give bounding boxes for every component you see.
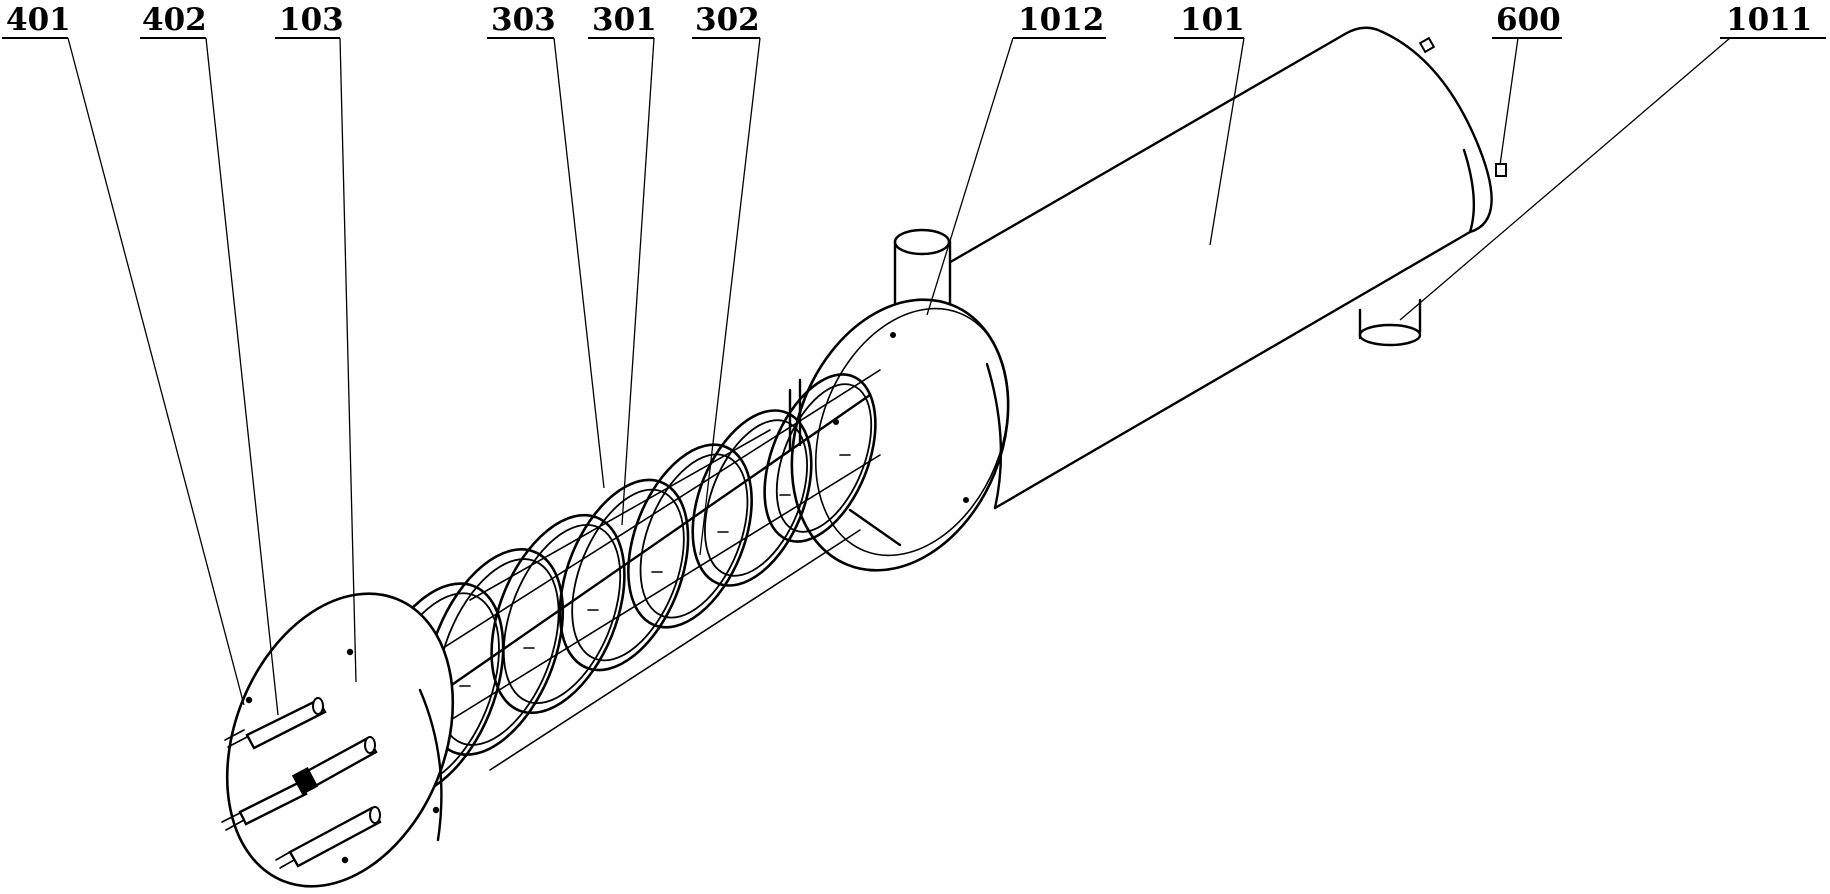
flange-right	[790, 298, 1010, 572]
leader-lines	[67, 37, 1731, 716]
label-600: 600	[1496, 2, 1561, 38]
label-101: 101	[1180, 2, 1245, 38]
label-302: 302	[695, 2, 760, 38]
reference-labels: 401 402 103 303 301 302 1012 101 600 101…	[2, 2, 1826, 39]
label-1011: 1011	[1726, 2, 1812, 38]
terminals	[221, 697, 382, 869]
label-301: 301	[592, 2, 657, 38]
label-402: 402	[142, 2, 207, 38]
label-401: 401	[6, 2, 71, 38]
label-1012: 1012	[1018, 2, 1104, 38]
label-303: 303	[491, 2, 556, 38]
label-103: 103	[279, 2, 344, 38]
